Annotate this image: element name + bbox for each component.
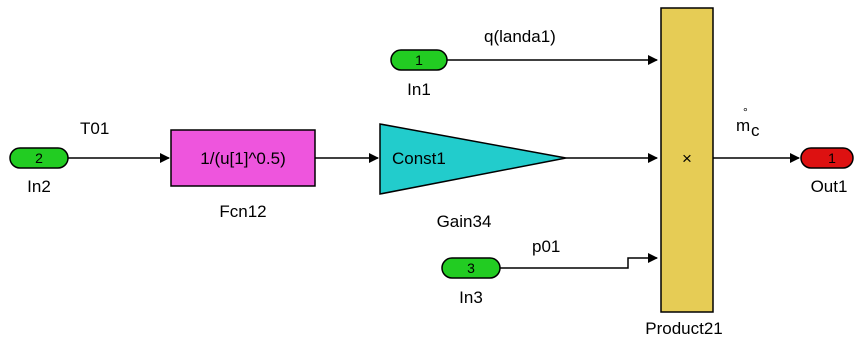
gain-block-gain34[interactable]: Const1 Gain34 — [379, 123, 567, 231]
signal-line-in3-product[interactable] — [500, 253, 658, 269]
outport-out1-number: 1 — [828, 150, 836, 166]
product-block-name: Product21 — [645, 319, 723, 338]
inport-in1-number: 1 — [415, 52, 423, 68]
mdot-accent: ° — [743, 105, 748, 119]
gain-block-name: Gain34 — [437, 212, 492, 231]
inport-in1-shape[interactable] — [390, 49, 448, 71]
product-block-shape[interactable] — [660, 7, 714, 313]
product-block-symbol: × — [682, 149, 692, 168]
gain-block-shape[interactable] — [379, 123, 567, 195]
inport-in3-number: 3 — [467, 260, 475, 276]
mdot-base: m — [736, 116, 750, 135]
signal-label-t01: T01 — [80, 119, 109, 138]
inport-in1-name: In1 — [407, 80, 431, 99]
inport-in3-name: In3 — [459, 288, 483, 307]
fcn-block-expression: 1/(u[1]^0.5) — [200, 149, 285, 168]
signal-label-p01: p01 — [532, 237, 560, 256]
product-block-product21[interactable]: × Product21 — [645, 7, 723, 338]
inport-in3-shape[interactable] — [441, 257, 501, 279]
gain-block-value: Const1 — [392, 149, 446, 168]
mdot-subscript: c — [751, 121, 760, 140]
signal-label-mdot-c: ° m c — [736, 105, 760, 140]
signal-label-q-landa1: q(landa1) — [484, 27, 556, 46]
outport-out1-shape[interactable] — [800, 147, 854, 169]
inport-in3[interactable]: 3 In3 — [441, 257, 501, 307]
inport-in1[interactable]: 1 In1 — [390, 49, 448, 99]
fcn-block-shape[interactable] — [170, 129, 316, 187]
inport-in2[interactable]: 2 In2 — [9, 147, 69, 196]
inport-in2-shape[interactable] — [9, 147, 69, 169]
inport-in2-number: 2 — [35, 150, 43, 166]
signal-lines — [68, 55, 800, 269]
outport-out1-name: Out1 — [811, 177, 848, 196]
inport-in2-name: In2 — [27, 177, 51, 196]
outport-out1[interactable]: 1 Out1 — [800, 147, 854, 196]
fcn-block-name: Fcn12 — [219, 202, 266, 221]
fcn-block-fcn12[interactable]: 1/(u[1]^0.5) Fcn12 — [170, 129, 316, 221]
